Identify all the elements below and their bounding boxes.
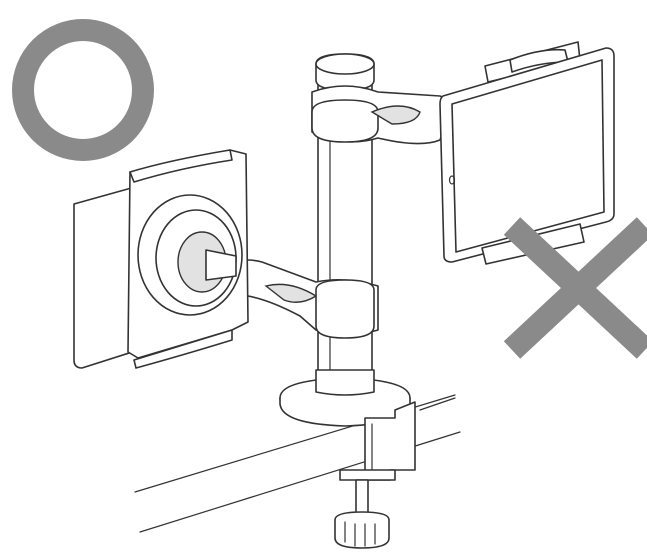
desk-clamp xyxy=(279,377,416,549)
upper-arm xyxy=(311,85,450,145)
ng-cross-icon xyxy=(503,217,647,359)
right-tablet xyxy=(439,41,615,265)
left-tablet xyxy=(73,149,249,369)
lower-arm xyxy=(224,259,379,339)
ok-circle-icon xyxy=(12,19,154,161)
